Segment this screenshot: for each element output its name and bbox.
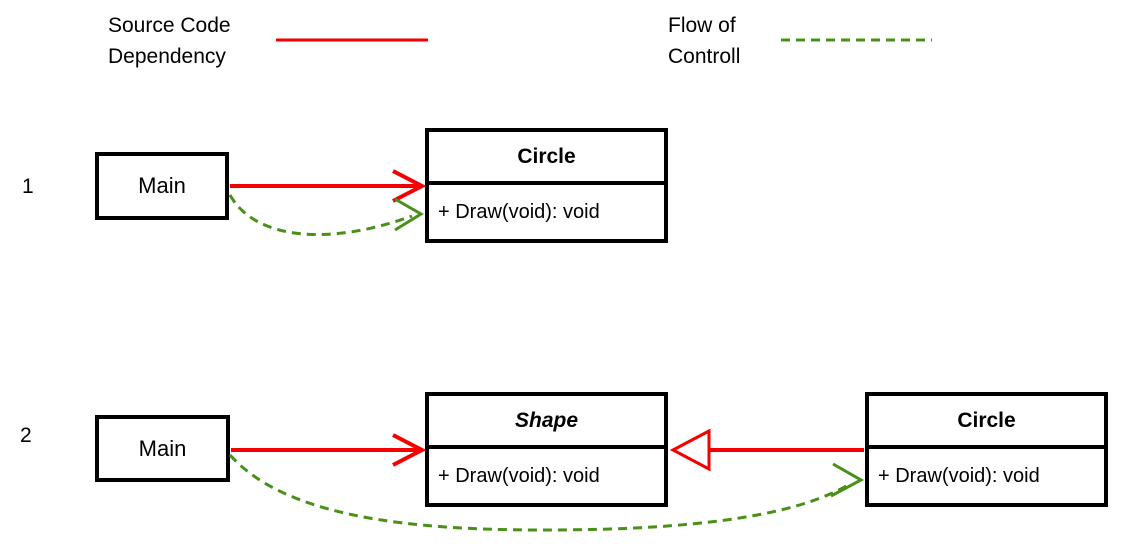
flow-arrowhead-row1 — [394, 197, 424, 232]
class-box-shape-row2: Shape + Draw(void): void — [425, 392, 668, 507]
legend-label-line1: Source Code — [108, 14, 231, 37]
class-box-circle-row1: Circle + Draw(void): void — [425, 128, 668, 243]
dependency-arrowhead-row1 — [392, 169, 427, 203]
generalization-triangle-arrowhead-row2 — [669, 428, 711, 472]
class-title: Main — [138, 435, 187, 461]
legend-source-code-dependency-label: Source Code Dependency — [108, 10, 231, 72]
class-method: + Draw(void): void — [438, 200, 600, 223]
row-2-number: 2 — [20, 424, 32, 447]
class-title: Main — [138, 173, 186, 198]
class-title: Circle — [869, 396, 1104, 449]
dependency-arrowhead-row2 — [392, 433, 427, 467]
class-box-main-row2: Main — [95, 415, 230, 482]
legend-label-line1: Flow of — [668, 14, 736, 37]
legend-flow-of-control-label: Flow of Controll — [668, 10, 740, 72]
class-title: Shape — [429, 396, 664, 449]
row-1-number: 1 — [22, 175, 34, 198]
class-box-main-row1: Main — [95, 152, 229, 220]
flow-arrow-main-to-circle-draw-row1 — [228, 194, 413, 237]
class-method: + Draw(void): void — [878, 464, 1040, 487]
class-method: + Draw(void): void — [438, 464, 600, 487]
flow-arrowhead-row2 — [830, 462, 865, 498]
legend-label-line2: Dependency — [108, 45, 226, 68]
class-title: Circle — [429, 132, 664, 185]
class-box-circle-row2: Circle + Draw(void): void — [865, 392, 1108, 507]
legend-label-line2: Controll — [668, 45, 741, 68]
